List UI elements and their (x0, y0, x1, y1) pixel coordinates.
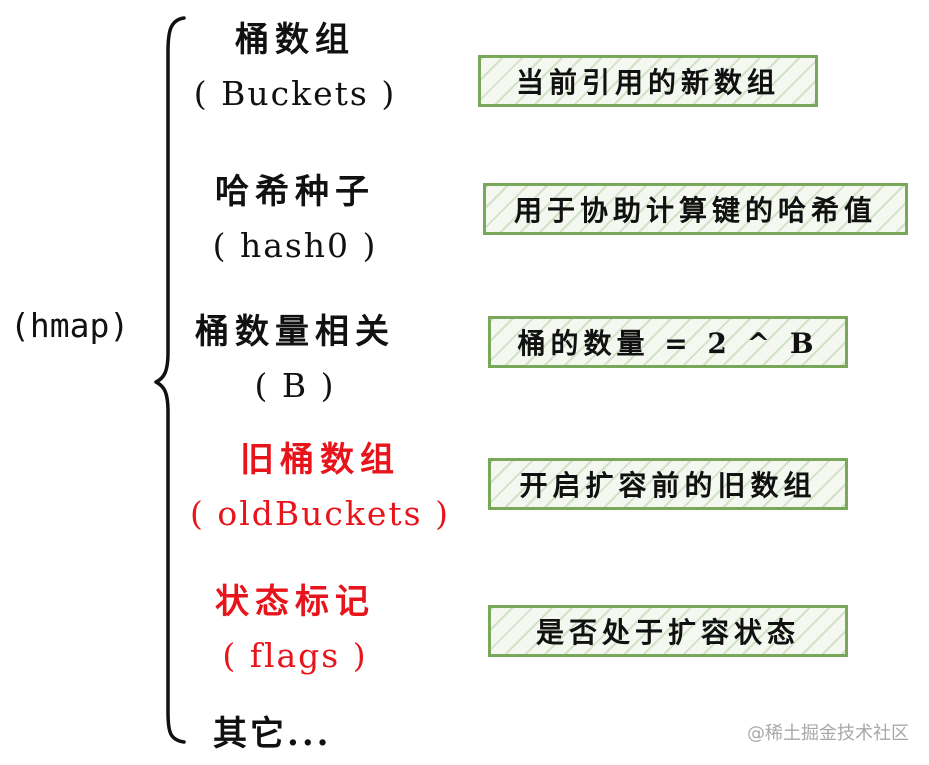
other-fields-label: 其它... (213, 714, 332, 754)
watermark: @稀土掘金技术社区 (747, 723, 909, 744)
field-name-en: ( B ) (254, 366, 336, 405)
description-box-hash0: 用于协助计算键的哈希值 (483, 183, 908, 235)
field-buckets: 桶数组 ( Buckets ) (170, 20, 420, 114)
curly-brace (154, 16, 186, 744)
field-name-en: ( oldBuckets ) (190, 494, 450, 533)
field-name-zh: 哈希种子 (215, 172, 375, 212)
description-box-flags: 是否处于扩容状态 (488, 605, 848, 657)
field-oldbuckets: 旧桶数组 ( oldBuckets ) (165, 440, 475, 534)
field-hash0: 哈希种子 ( hash0 ) (170, 172, 420, 266)
field-b: 桶数量相关 ( B ) (170, 312, 420, 406)
field-name-en: ( Buckets ) (193, 74, 397, 113)
field-name-en: ( flags ) (222, 636, 368, 675)
description-box-oldbuckets: 开启扩容前的旧数组 (488, 458, 848, 510)
description-box-b: 桶的数量 = 2 ^ B (488, 316, 848, 368)
field-name-zh: 旧桶数组 (240, 440, 400, 480)
field-name-zh: 桶数组 (235, 20, 355, 60)
field-name-zh: 状态标记 (215, 582, 375, 622)
field-name-zh: 桶数量相关 (195, 312, 395, 352)
field-name-en: ( hash0 ) (212, 226, 378, 265)
description-box-buckets: 当前引用的新数组 (478, 55, 818, 107)
field-flags: 状态标记 ( flags ) (170, 582, 420, 676)
hmap-root-label: (hmap) (10, 306, 130, 345)
